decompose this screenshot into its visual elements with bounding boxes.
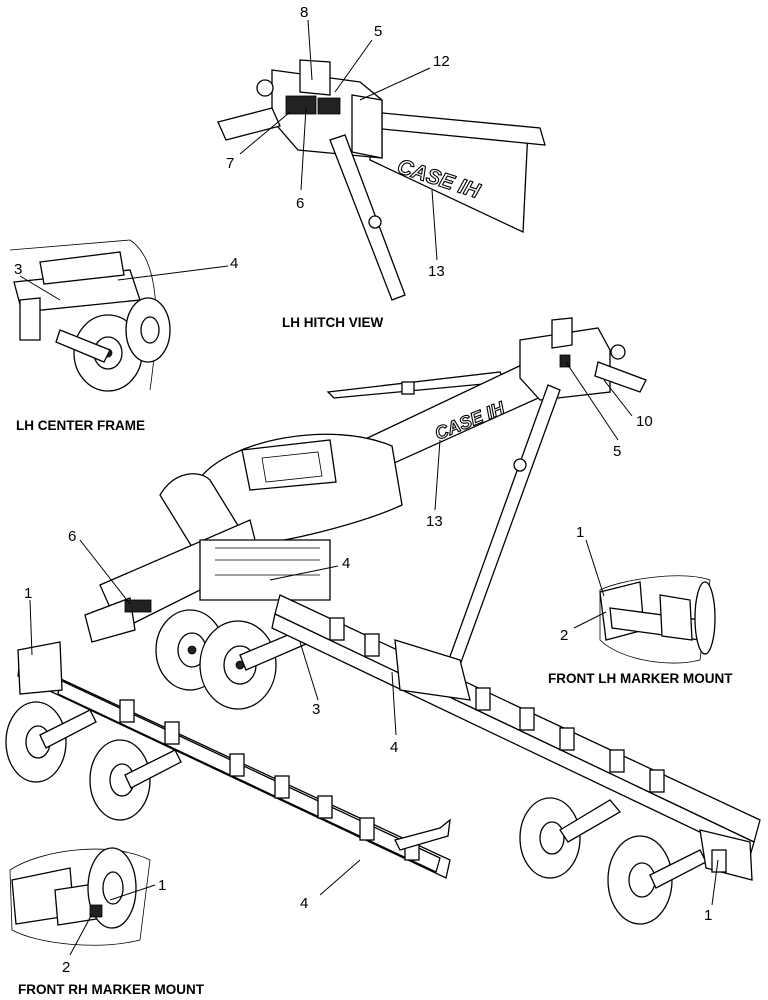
caption-lh-center-frame: LH CENTER FRAME bbox=[16, 418, 145, 433]
callout-5: 5 bbox=[374, 23, 382, 40]
callout-7: 7 bbox=[226, 155, 234, 172]
front-lh-marker-mount-illustration bbox=[599, 575, 716, 664]
callout-4: 4 bbox=[230, 255, 238, 272]
callout-2: 2 bbox=[62, 959, 70, 976]
right-wing-wheel-b bbox=[607, 835, 673, 925]
callout-10: 10 bbox=[636, 413, 653, 430]
callout-8: 8 bbox=[300, 4, 308, 21]
callout-4: 4 bbox=[342, 555, 350, 572]
callout-3: 3 bbox=[312, 701, 320, 718]
leader-lines bbox=[19, 19, 719, 956]
callout-1: 1 bbox=[24, 585, 32, 602]
callout-6: 6 bbox=[68, 528, 76, 545]
row-units-left bbox=[119, 699, 420, 861]
callout-labels: 8 5 12 7 6 13 3 4 10 5 13 6 4 3 4 4 1 1 … bbox=[14, 4, 712, 976]
callout-3: 3 bbox=[14, 261, 22, 278]
view-captions: LH HITCH VIEW LH CENTER FRAME FRONT LH M… bbox=[16, 315, 733, 997]
caption-lh-hitch-view: LH HITCH VIEW bbox=[282, 315, 384, 330]
lh-hitch-view-illustration: CASE IH bbox=[217, 59, 546, 301]
center-wheel-right bbox=[199, 620, 277, 710]
callout-4: 4 bbox=[390, 739, 398, 756]
caption-front-lh-marker-mount: FRONT LH MARKER MOUNT bbox=[548, 671, 733, 686]
callout-2: 2 bbox=[560, 627, 568, 644]
callout-13: 13 bbox=[426, 513, 443, 530]
callout-13: 13 bbox=[428, 263, 445, 280]
right-wing-wheel-a bbox=[519, 797, 581, 879]
callout-12: 12 bbox=[433, 53, 450, 70]
callout-1: 1 bbox=[704, 907, 712, 924]
callout-6: 6 bbox=[296, 195, 304, 212]
callout-1: 1 bbox=[158, 877, 166, 894]
callout-4: 4 bbox=[300, 895, 308, 912]
left-wing-wheel-a bbox=[5, 701, 67, 783]
decal-6-main bbox=[124, 599, 152, 613]
decal-6 bbox=[317, 97, 341, 115]
callout-1: 1 bbox=[576, 524, 584, 541]
callout-5: 5 bbox=[613, 443, 621, 460]
caption-front-rh-marker-mount: FRONT RH MARKER MOUNT bbox=[18, 982, 205, 997]
decal-5-main bbox=[559, 354, 571, 368]
left-wing-wheel-b bbox=[89, 739, 151, 821]
center-frame-wheel-rear bbox=[125, 297, 171, 363]
decal-7 bbox=[285, 95, 317, 115]
lh-center-frame-illustration bbox=[9, 239, 171, 392]
front-rh-marker-mount-illustration bbox=[9, 847, 151, 946]
